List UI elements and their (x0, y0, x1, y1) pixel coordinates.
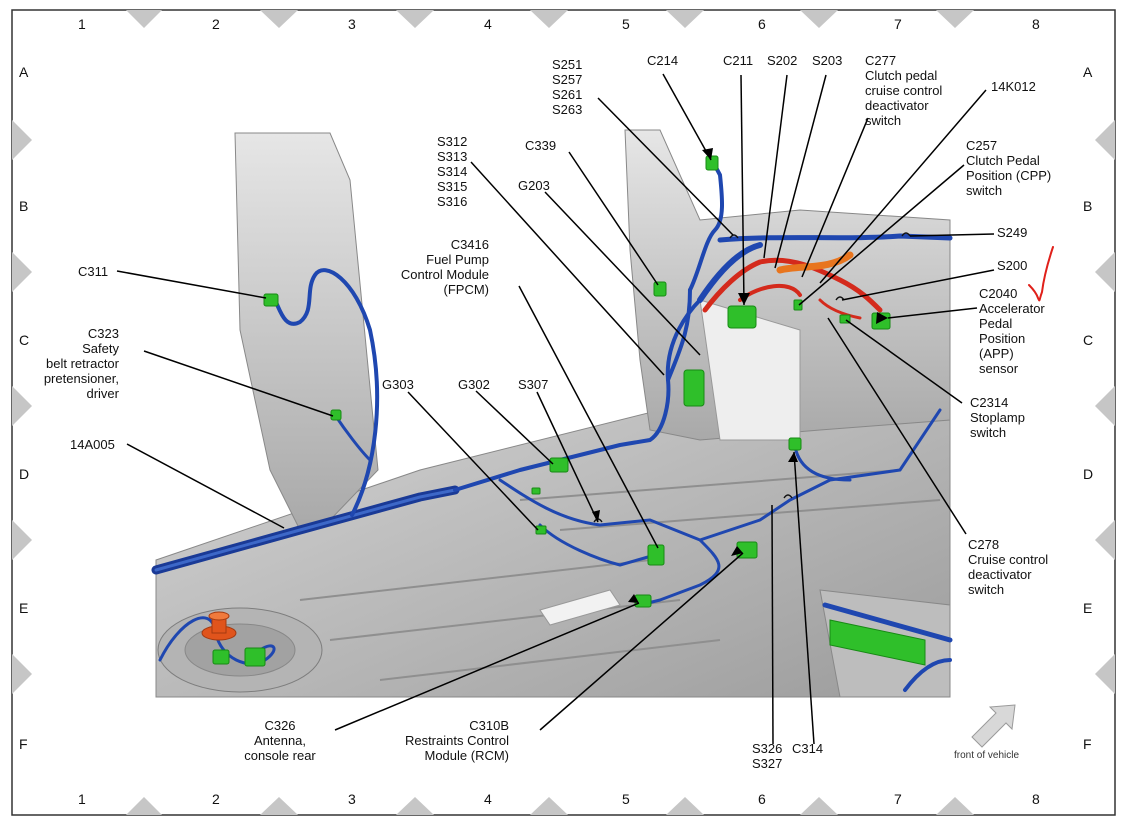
connector-c214 (705, 155, 719, 171)
connector-block-right (829, 619, 926, 666)
label-s200: S200 (997, 258, 1028, 273)
label-14a005: 14A005 (70, 437, 115, 452)
grid-col-top-3: 3 (348, 16, 356, 32)
label-c310b: C310B Restraints Control Module (RCM) (404, 718, 509, 763)
annotation-check-mark (1028, 246, 1054, 302)
grid-col-bottom-6: 6 (758, 791, 766, 807)
grid-row-left-f: F (19, 736, 28, 752)
label-g302: G302 (458, 377, 490, 392)
grid-col-top-4: 4 (484, 16, 492, 32)
label-g203: G203 (518, 178, 550, 193)
grid-col-top-6: 6 (758, 16, 766, 32)
connector-c323 (330, 409, 342, 421)
leader-lines (116, 73, 995, 745)
label-s312-s316: S312 S313 S314 S315 S316 (437, 134, 468, 209)
grid-row-left-a: A (19, 64, 29, 80)
grid-row-left-e: E (19, 600, 29, 616)
connector-g303 (535, 525, 547, 535)
grid-markers (12, 10, 1115, 815)
grid-row-right-f: F (1083, 736, 1092, 752)
label-s251-s263: S251 S257 S261 S263 (552, 57, 583, 117)
label-g303: G303 (382, 377, 414, 392)
grid-col-top-7: 7 (894, 16, 902, 32)
grid-row-right-d: D (1083, 466, 1094, 482)
label-s307: S307 (518, 377, 549, 392)
grid-col-bottom-2: 2 (212, 791, 220, 807)
label-s202: S202 (767, 53, 798, 68)
grid-col-bottom-8: 8 (1032, 791, 1040, 807)
label-c326: C326 Antenna, console rear (244, 718, 316, 763)
connector-c339 (653, 281, 667, 297)
arrow-up-right-icon (971, 704, 1016, 748)
grid-row-left-c: C (19, 332, 30, 348)
label-c2314: C2314 Stoplamp switch (970, 395, 1025, 440)
grid-col-bottom-1: 1 (78, 791, 86, 807)
connector-spare-2 (244, 647, 266, 667)
grid-col-bottom-3: 3 (348, 791, 356, 807)
label-c277: C277 Clutch pedal cruise control deactiv… (865, 53, 943, 128)
connector-c211 (727, 305, 757, 329)
connector-s307 (531, 487, 541, 495)
harness-main (151, 158, 953, 692)
label-c314: C314 (792, 741, 824, 756)
connector-spare-1 (212, 649, 230, 665)
vehicle-body (155, 129, 951, 698)
grid-col-top-1: 1 (78, 16, 86, 32)
grommet (201, 611, 237, 641)
label-c214: C214 (647, 53, 679, 68)
grid-col-bottom-5: 5 (622, 791, 630, 807)
connector-c278 (788, 437, 802, 451)
front-of-vehicle-label: front of vehicle (954, 750, 1020, 761)
connector-c257 (793, 299, 803, 311)
label-14k012: 14K012 (991, 79, 1036, 94)
connector-fpcm (647, 544, 665, 566)
grid-row-left-d: D (19, 466, 30, 482)
label-c278: C278 Cruise control deactivator switch (968, 537, 1049, 597)
grid-col-bottom-7: 7 (894, 791, 902, 807)
label-c257: C257 Clutch Pedal Position (CPP) switch (966, 138, 1052, 198)
grid-col-top-5: 5 (622, 16, 630, 32)
label-s203: S203 (812, 53, 843, 68)
label-c2040: C2040 Accelerator Pedal Position (APP) s… (979, 286, 1045, 376)
label-c211: C211 (723, 53, 754, 68)
grid-col-top-8: 8 (1032, 16, 1040, 32)
label-c311: C311 (78, 264, 109, 279)
label-c3416: C3416 Fuel Pump Control Module (FPCM) (400, 237, 489, 297)
grid-row-right-e: E (1083, 600, 1093, 616)
label-s249: S249 (997, 225, 1028, 240)
grid-row-right-c: C (1083, 332, 1094, 348)
grid-row-right-a: A (1083, 64, 1093, 80)
label-c323: C323 Safety belt retractor pretensioner,… (43, 326, 119, 401)
leader-arrowheads (592, 148, 888, 603)
label-s326-s327: S326 S327 (752, 741, 783, 771)
connector-g302 (549, 457, 569, 473)
connector-c3416 (683, 369, 705, 407)
grid-col-bottom-4: 4 (484, 791, 492, 807)
connectors (212, 155, 926, 667)
label-c339: C339 (525, 138, 557, 153)
grid-col-top-2: 2 (212, 16, 220, 32)
connector-c311 (263, 293, 279, 307)
grid-row-left-b: B (19, 198, 29, 214)
grid-row-right-b: B (1083, 198, 1093, 214)
